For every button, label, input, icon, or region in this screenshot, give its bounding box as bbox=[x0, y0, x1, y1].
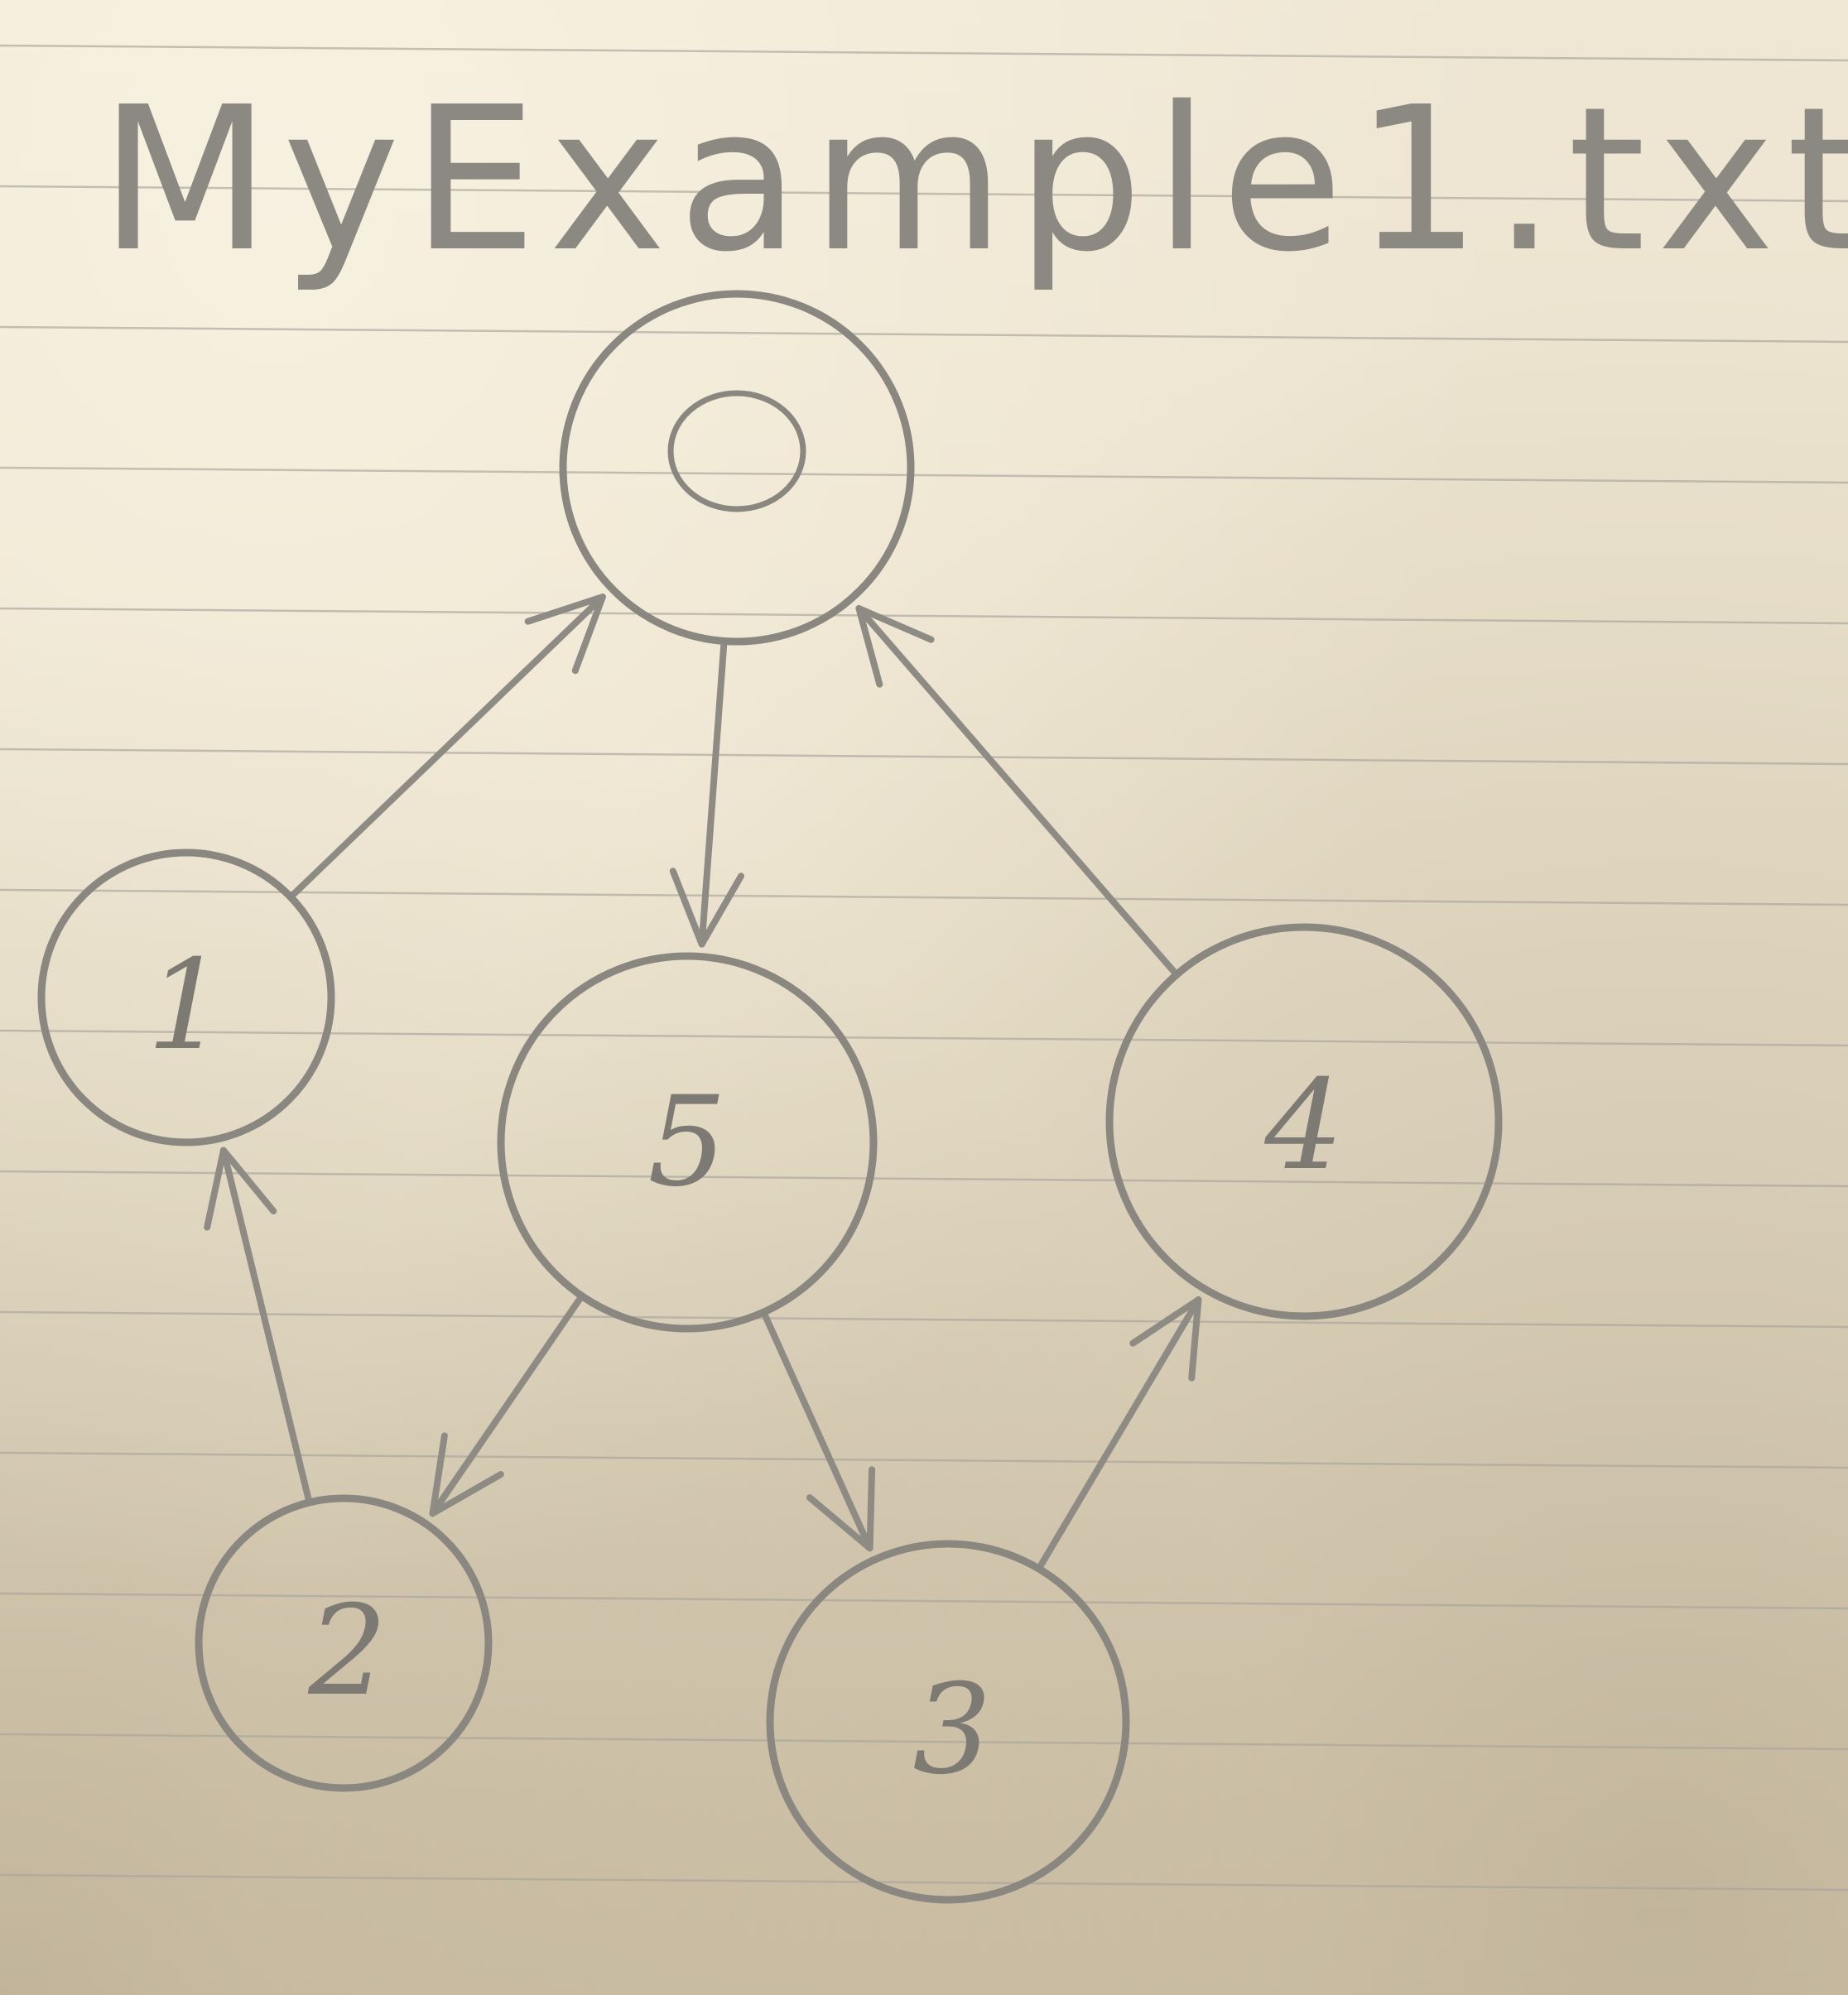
edge-0-to-5 bbox=[669, 642, 745, 948]
ruled-line bbox=[0, 888, 1848, 906]
node-4: 4 bbox=[1105, 923, 1503, 1320]
arrow-head bbox=[429, 1432, 504, 1517]
edge-2-to-1 bbox=[204, 1147, 312, 1502]
node-1-label: 1 bbox=[147, 934, 225, 1078]
ruled-line bbox=[0, 607, 1848, 625]
arrow-head bbox=[524, 594, 606, 675]
node-1: 1 bbox=[37, 848, 335, 1147]
ruled-line bbox=[0, 466, 1848, 484]
ruled-line bbox=[0, 1733, 1848, 1751]
edges-layer bbox=[204, 594, 1202, 1569]
edge-5-to-2 bbox=[429, 1296, 583, 1517]
ruled-line bbox=[0, 1873, 1848, 1892]
ruled-line bbox=[0, 185, 1848, 203]
edge-4-to-0 bbox=[855, 604, 1177, 975]
node-3: 3 bbox=[766, 1540, 1130, 1904]
edge-3-to-4 bbox=[1037, 1296, 1202, 1569]
ruled-line bbox=[0, 325, 1848, 344]
edge-5-to-3 bbox=[762, 1312, 876, 1552]
arrow-head bbox=[855, 604, 935, 688]
edge-line bbox=[1037, 1296, 1202, 1569]
ruled-line bbox=[0, 44, 1848, 62]
node-4-label: 4 bbox=[1263, 1054, 1343, 1198]
arrow-head bbox=[1129, 1296, 1202, 1382]
ruled-lines bbox=[0, 44, 1848, 1892]
edge-line bbox=[219, 1147, 312, 1502]
ruled-line bbox=[0, 748, 1848, 766]
edge-1-to-0 bbox=[290, 594, 606, 898]
node-2: 2 bbox=[195, 1494, 493, 1792]
ruled-line bbox=[0, 1029, 1848, 1047]
ruled-line bbox=[0, 1592, 1848, 1610]
node-3-label: 3 bbox=[912, 1658, 991, 1802]
arrow-head bbox=[204, 1147, 277, 1231]
node-5-label: 5 bbox=[647, 1070, 726, 1214]
node-2-label: 2 bbox=[307, 1579, 387, 1723]
ruled-line bbox=[0, 1451, 1848, 1469]
edge-line bbox=[855, 604, 1177, 975]
nodes-layer: 1 5 4 2 3 bbox=[37, 290, 1503, 1904]
arrow-head bbox=[669, 868, 745, 948]
edge-line bbox=[429, 1296, 583, 1517]
edge-line bbox=[698, 642, 728, 948]
node-0 bbox=[559, 290, 915, 646]
edge-line bbox=[290, 594, 606, 898]
ruled-line bbox=[0, 1170, 1848, 1188]
arrow-head bbox=[806, 1466, 876, 1552]
diagram-title: MyExample1.txt bbox=[99, 64, 1848, 296]
edge-line bbox=[762, 1312, 873, 1552]
ruled-line bbox=[0, 1310, 1848, 1329]
node-5: 5 bbox=[497, 952, 878, 1333]
